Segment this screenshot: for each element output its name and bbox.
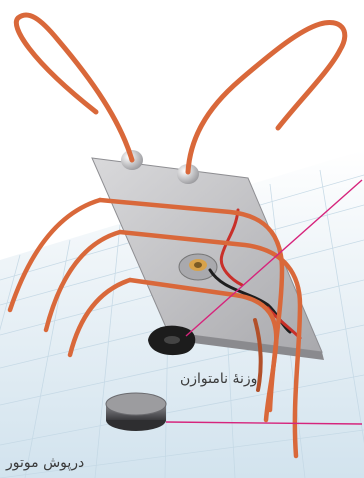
- unbalanced-weight-label: وزنهٔ نامتوازن: [180, 371, 257, 387]
- motor-cover: [106, 393, 166, 431]
- motor-cover-label: درپوش موتور: [6, 455, 84, 471]
- antenna-wires: [16, 15, 344, 172]
- motor: [179, 254, 217, 280]
